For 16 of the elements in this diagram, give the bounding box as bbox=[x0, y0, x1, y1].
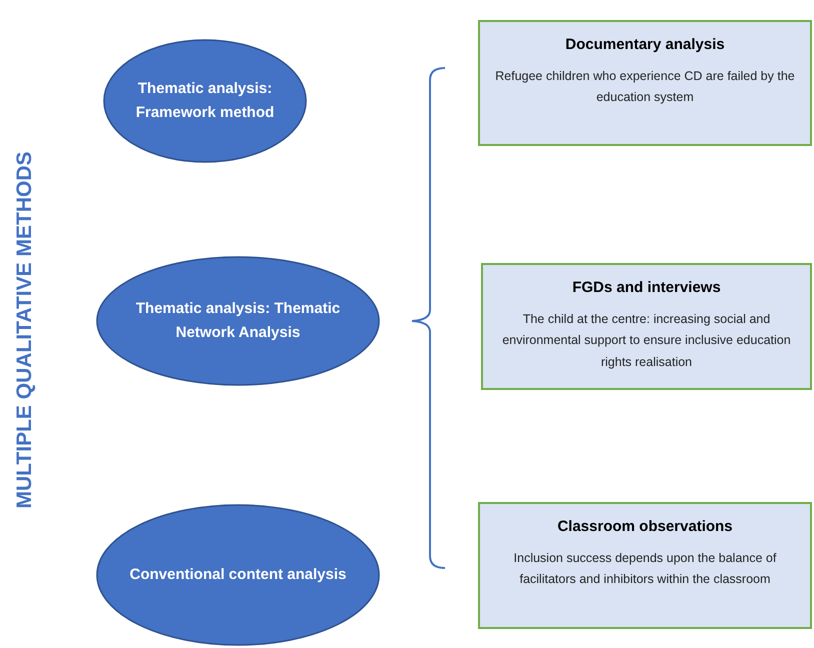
box-heading: FGDs and interviews bbox=[572, 279, 721, 296]
method-label: Conventional content analysis bbox=[128, 565, 348, 585]
method-label: Thematic analysis: Thematic Network Analysis bbox=[134, 299, 342, 343]
box-heading: Classroom observations bbox=[557, 518, 733, 535]
vertical-title: MULTIPLE QUALITATIVE METHODS bbox=[13, 152, 37, 508]
method-label: Thematic analysis: Framework method bbox=[134, 79, 276, 123]
box-text: Refugee children who experience CD are failed by the education system bbox=[494, 68, 796, 106]
box-text: The child at the centre: increasing social and environmental support to ensure inclusive education rights realisation bbox=[501, 311, 792, 371]
method-ellipse bbox=[103, 39, 307, 163]
finding-box bbox=[478, 20, 812, 146]
method-ellipse bbox=[96, 256, 380, 386]
finding-box bbox=[481, 263, 812, 390]
box-heading: Documentary analysis bbox=[565, 36, 725, 53]
box-text: Inclusion success depends upon the balance of facilitators and inhibitors within the classroom bbox=[512, 550, 778, 588]
method-ellipse bbox=[96, 504, 380, 646]
finding-box bbox=[478, 502, 812, 629]
